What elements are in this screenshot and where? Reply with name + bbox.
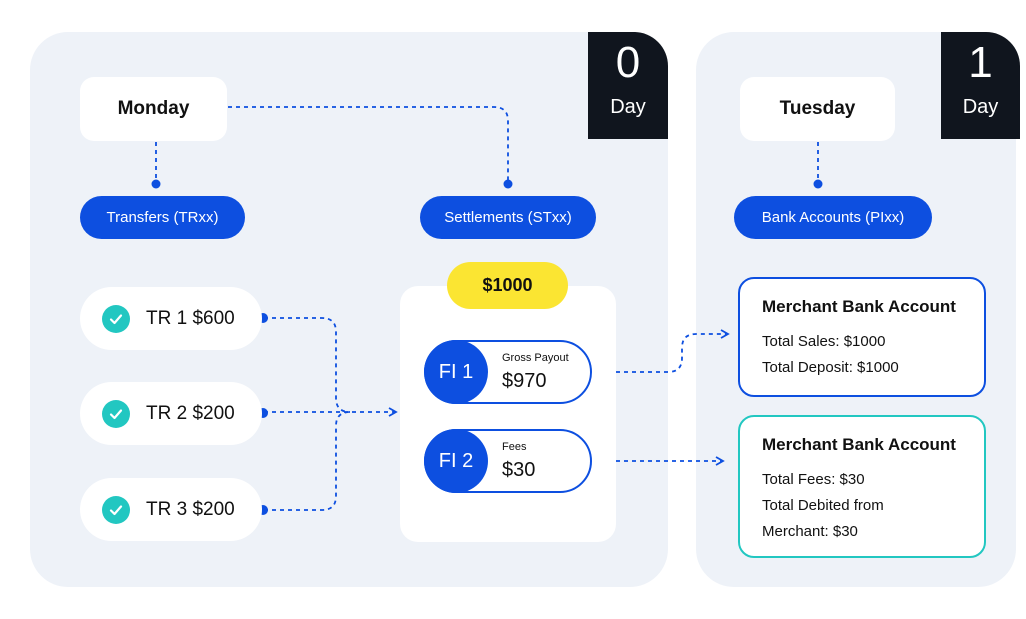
day-0-number: 0 — [615, 38, 641, 87]
transfer-label: TR 1 $600 — [146, 307, 235, 329]
transfer-label: TR 2 $200 — [146, 402, 235, 424]
account-line: Total Deposit: $1000 — [762, 359, 899, 376]
account-line: Total Fees: $30 — [762, 471, 865, 488]
settlements-top-dot — [503, 179, 513, 189]
tr3-connector — [264, 411, 351, 511]
fi1-to-account-line — [592, 329, 730, 373]
fi-1-id: FI 1 — [424, 340, 488, 404]
fi-2-value: $30 — [502, 459, 536, 481]
transfer-card-3: TR 3 $200 — [80, 478, 262, 541]
settlement-total: $1000 — [447, 262, 568, 309]
fi-2-id: FI 2 — [424, 429, 488, 493]
check-icon — [102, 399, 130, 428]
account-title: Merchant Bank Account — [762, 435, 956, 454]
transfer-card-2: TR 2 $200 — [80, 382, 262, 445]
transfers-pill: Transfers (TRxx) — [80, 196, 245, 239]
settlement-box: FI 1 Gross Payout $970 FI 2 Fees $30 — [400, 286, 616, 542]
account-line: Merchant: $30 — [762, 523, 858, 540]
account-line: Total Sales: $1000 — [762, 333, 886, 350]
tuesday-bottom-dot — [813, 179, 823, 189]
fi-1-caption: Gross Payout — [502, 352, 569, 364]
merchant-account-card-2: Merchant Bank Account Total Fees: $30 To… — [738, 415, 986, 558]
monday-to-settlements-line — [228, 106, 509, 184]
day-0-badge: 0 Day — [588, 32, 668, 139]
settlements-pill: Settlements (STxx) — [420, 196, 596, 239]
fi-2-row: FI 2 Fees $30 — [424, 429, 592, 493]
fi-2-caption: Fees — [502, 441, 527, 453]
account-line: Total Debited from — [762, 497, 884, 514]
transfer-card-1: TR 1 $600 — [80, 287, 262, 350]
day-1-number: 1 — [968, 38, 993, 87]
day-0-label: Day — [610, 96, 646, 118]
check-icon — [102, 304, 130, 333]
fi-1-row: FI 1 Gross Payout $970 — [424, 340, 592, 404]
merchant-account-card-1: Merchant Bank Account Total Sales: $1000… — [738, 277, 986, 397]
fi-1-value: $970 — [502, 370, 547, 392]
bank-accounts-pill: Bank Accounts (PIxx) — [734, 196, 932, 239]
monday-bottom-dot — [151, 179, 161, 189]
check-icon — [102, 495, 130, 524]
transfer-label: TR 3 $200 — [146, 498, 235, 520]
monday-card: Monday — [80, 77, 227, 141]
day-1-badge: 1 Day — [941, 32, 1020, 139]
day-1-label: Day — [962, 96, 999, 118]
account-title: Merchant Bank Account — [762, 297, 956, 316]
tuesday-card: Tuesday — [740, 77, 895, 141]
tr1-connector — [264, 317, 351, 413]
